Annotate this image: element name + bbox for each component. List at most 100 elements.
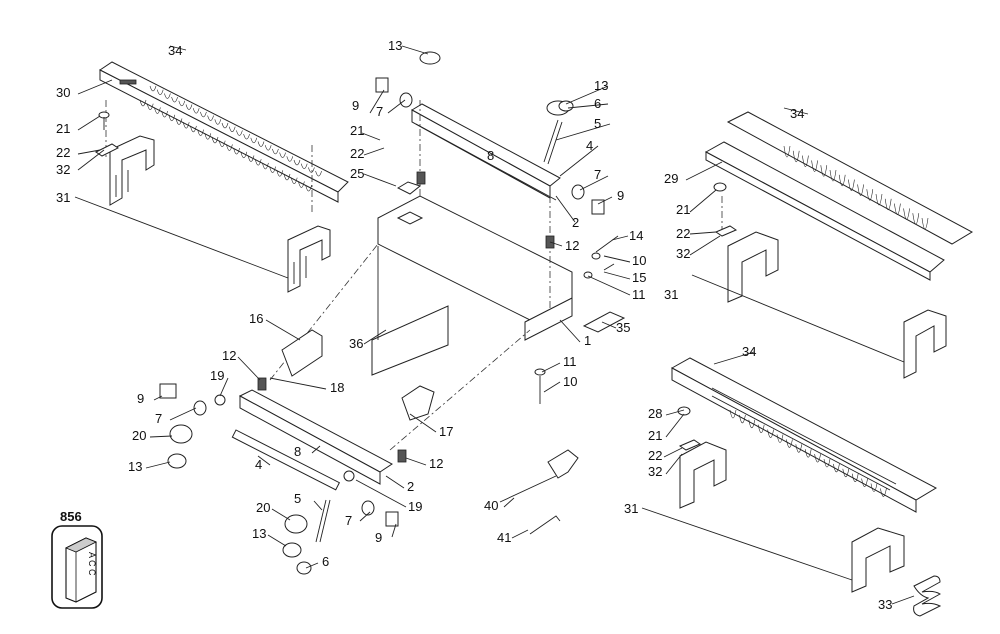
leader-line [555,123,611,141]
leader-line [361,132,381,141]
callout-22: 22 [56,145,70,160]
leader-line [783,107,809,115]
callout-32: 32 [56,162,70,177]
template-29-assembly [691,111,974,379]
template-tooth [185,104,193,110]
leader-line [311,445,321,454]
leader-line [555,195,576,223]
template-tooth [851,473,859,482]
template-tooth [236,130,243,136]
leader-line [401,45,429,55]
template-tooth [197,129,204,136]
leader-line [257,455,271,466]
template-tooth [293,159,301,166]
leader-line [169,407,197,421]
template-tooth [175,118,183,125]
callout-13: 13 [388,38,402,53]
template-tooth [228,126,236,133]
callout-10: 10 [563,374,577,389]
callout-2: 2 [407,479,414,494]
callout-35: 35 [616,320,630,335]
leader-line [149,435,173,438]
leader-line [713,351,755,365]
callout-22: 22 [648,448,662,463]
callout-labels: 1 2 2 4 4 5 5 6 6 7 7 7 7 8 8 9 9 9 9 10… [56,38,892,612]
leader-line [665,453,683,475]
leader-line [313,500,323,511]
leader-line [665,413,685,438]
template-tooth [214,119,222,125]
template-tooth [146,103,154,111]
template-tooth [254,159,262,166]
callout-1: 1 [584,333,591,348]
callout-21: 21 [350,123,364,138]
callout-20: 20 [256,500,270,515]
callout-31: 31 [624,501,638,516]
callout-19: 19 [408,499,422,514]
leader-line [567,103,609,109]
leader-line [77,149,101,155]
template-tooth [283,173,291,181]
leader-line [145,461,171,469]
template-tooth [226,144,233,151]
callout-12: 12 [565,238,579,253]
leader-line [385,475,405,489]
leader-line [359,511,371,522]
template-tooth [233,148,240,155]
leader-line [265,319,301,341]
template-tooth [792,150,800,163]
callout-7: 7 [376,104,383,119]
leader-line [549,241,563,247]
template-tooth [178,100,186,107]
template-tooth [192,108,200,114]
leader-line [689,231,717,235]
template-tooth [298,181,305,188]
callout-13: 13 [252,526,266,541]
badge-number: 856 [60,509,82,524]
template-tooth [857,184,864,196]
template-tooth [211,136,219,144]
template-tooth [200,111,207,118]
template-tooth [149,85,157,92]
template-tooth [848,179,855,191]
callout-20: 20 [132,428,146,443]
callout-36: 36 [349,336,363,351]
template-tooth [880,488,887,497]
template-tooth [243,134,250,140]
callout-21: 21 [56,121,70,136]
leader-line [363,147,385,156]
leader-line [559,319,581,343]
callout-11: 11 [632,287,646,302]
template-tooth [290,177,298,184]
leader-line [391,523,397,538]
callout-29: 29 [664,171,678,186]
leader-line [153,395,163,401]
jig-main-assembly [159,51,626,575]
template-tooth [247,155,255,162]
leader-line [689,189,717,213]
leader-line [77,79,113,95]
callout-7: 7 [345,513,352,528]
callout-7: 7 [594,167,601,182]
template-tooth [842,468,850,478]
leader-line [665,409,685,416]
template-tooth [161,111,168,118]
template-tooth [269,166,276,173]
callout-8: 8 [294,444,301,459]
badge-text: A C C [87,552,97,576]
template-tooth [786,439,793,448]
callout-40: 40 [484,498,498,513]
leader-line [219,377,229,397]
template-tooth [921,217,929,230]
leader-line [369,89,385,114]
template-tooth [218,140,226,147]
template-tooth [912,213,920,225]
callout-12: 12 [222,348,236,363]
callout-22: 22 [350,146,364,161]
template-tooth [279,152,286,158]
callout-8: 8 [487,148,494,163]
template-tooth [154,107,161,114]
template-tooth [875,193,883,206]
callout-41: 41 [497,530,511,545]
